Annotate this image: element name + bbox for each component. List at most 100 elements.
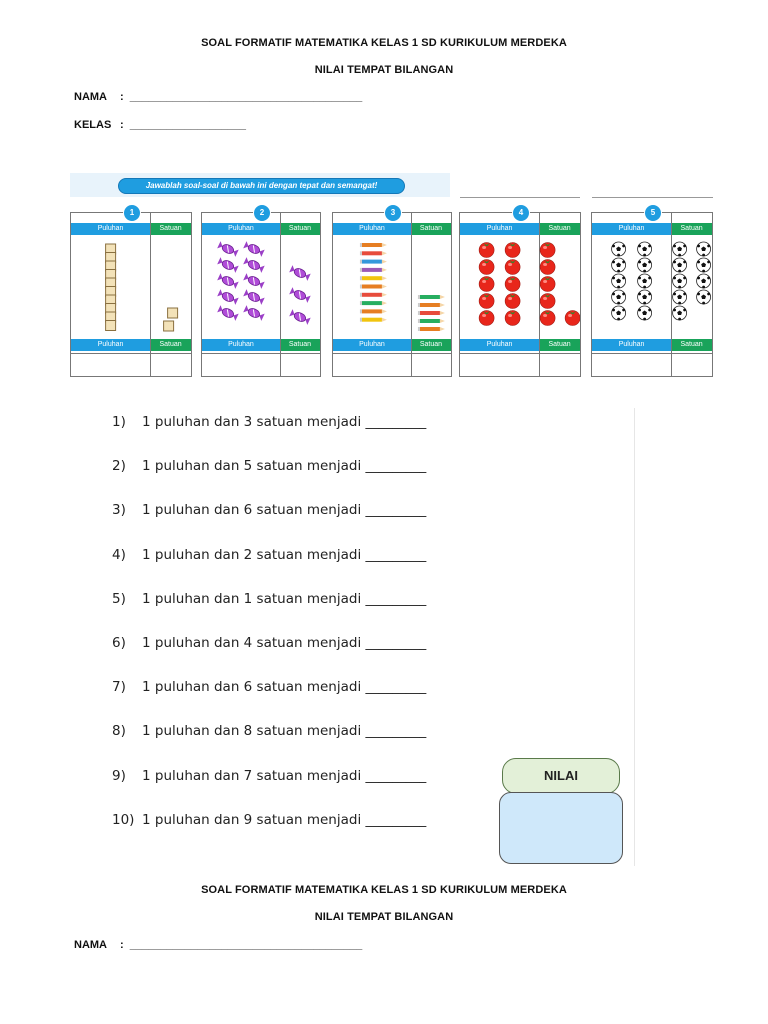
question-number: 5): [112, 590, 126, 607]
candy-icon: [243, 305, 265, 321]
soccer-ball-icon: [696, 273, 711, 289]
ones-footer: Satuan: [539, 339, 580, 351]
divider-line: [460, 197, 580, 198]
question-text: 1 puluhan dan 6 satuan menjadi _________: [142, 679, 427, 696]
tomato-icon: [539, 242, 556, 258]
candy-icon: [289, 287, 311, 303]
question-text: 1 puluhan dan 7 satuan menjadi _________: [142, 767, 427, 784]
tens-header: Puluhan: [333, 223, 411, 235]
ones-footer: Satuan: [279, 339, 320, 351]
tens-header: Puluhan: [592, 223, 672, 235]
box-illustration: [478, 242, 580, 326]
candy-icon: [217, 289, 239, 305]
tomato-icon: [478, 276, 495, 292]
soccer-ball-icon: [672, 241, 687, 257]
question-item[interactable]: 2)1 puluhan dan 5 satuan menjadi _______…: [112, 458, 426, 474]
soccer-ball-icon: [696, 257, 711, 273]
tomato-icon: [539, 259, 556, 275]
question-item[interactable]: 1)1 puluhan dan 3 satuan menjadi _______…: [112, 414, 426, 430]
box-illustration: [611, 241, 711, 321]
ones-header: Satuan: [279, 223, 320, 235]
ones-footer: Satuan: [150, 339, 191, 351]
pencil-icon: [417, 327, 445, 331]
tens-footer: Puluhan: [460, 339, 540, 351]
cube-icon: [105, 320, 117, 331]
tomato-icon: [504, 259, 521, 275]
question-item[interactable]: 3)1 puluhan dan 6 satuan menjadi _______…: [112, 502, 426, 518]
column-divider: [410, 213, 412, 376]
tomato-icon: [504, 242, 521, 258]
question-number: 10): [112, 811, 135, 828]
box-illustration: [105, 243, 179, 332]
tomato-icon: [539, 276, 556, 292]
question-number: 8): [112, 723, 126, 740]
footer-name-line: : ______________________________________: [120, 939, 363, 951]
box-number-badge: 1: [123, 204, 141, 222]
soccer-ball-icon: [611, 289, 627, 305]
soccer-ball-icon: [637, 273, 652, 289]
candy-icon: [217, 273, 239, 289]
page-title: SOAL FORMATIF MATEMATIKA KELAS 1 SD KURI…: [201, 37, 567, 49]
pencil-icon: [359, 284, 387, 289]
footer-subtitle: NILAI TEMPAT BILANGAN: [314, 911, 454, 923]
answer-line: [202, 353, 320, 354]
question-number: 6): [112, 635, 126, 651]
tens-footer: Puluhan: [202, 339, 280, 351]
box-illustration: [359, 243, 445, 331]
question-item[interactable]: 6) 1 puluhan dan 4 satuan menjadi _______…: [112, 635, 426, 651]
pencil-icon: [359, 259, 387, 264]
soccer-ball-icon: [672, 257, 687, 273]
pencil-icon: [359, 292, 387, 297]
candy-icon: [243, 241, 265, 257]
question-item[interactable]: 7) 1 puluhan dan 6 satuan menjadi _______…: [112, 679, 426, 695]
pencil-icon: [359, 301, 387, 306]
tens-footer: Puluhan: [71, 339, 151, 351]
name-label: NAMA: [74, 91, 107, 103]
footer-title: SOAL FORMATIF MATEMATIKA KELAS 1 SD KURI…: [201, 884, 567, 896]
question-item[interactable]: 4)1 puluhan dan 2 satuan menjadi _______…: [112, 547, 426, 563]
question-number: 9): [112, 767, 126, 784]
candy-icon: [243, 257, 265, 273]
question-number: 3): [112, 502, 126, 519]
cube-icon: [163, 320, 175, 332]
question-number: 4): [112, 546, 126, 563]
tomato-icon: [504, 293, 521, 309]
score-label: NILAI: [502, 758, 620, 794]
box-number-badge: 4: [512, 204, 530, 222]
tens-footer: Puluhan: [592, 339, 672, 351]
class-field[interactable]: KELAS: ___________________: [74, 119, 246, 131]
question-number: 7): [112, 679, 126, 696]
column-divider: [150, 213, 152, 376]
class-label: KELAS: [74, 119, 112, 131]
answer-line: [592, 353, 712, 354]
question-item[interactable]: 5)1 puluhan dan 1 satuan menjadi _______…: [112, 591, 426, 607]
answer-line: [71, 353, 191, 354]
column-divider: [539, 213, 541, 376]
footer-name-field[interactable]: NAMA: __________________________________…: [74, 939, 362, 951]
column-divider: [279, 213, 281, 376]
question-text: 1 puluhan dan 4 satuan menjadi _________: [142, 635, 427, 651]
candy-icon: [289, 265, 311, 281]
pencil-icon: [417, 311, 445, 315]
question-panel: [106, 408, 635, 866]
box-number-badge: 5: [644, 204, 662, 222]
soccer-ball-icon: [672, 273, 687, 289]
question-item[interactable]: 9) 1 puluhan dan 7 satuan menjadi _______…: [112, 768, 426, 784]
question-text: 1 puluhan dan 5 satuan menjadi _________: [142, 458, 427, 475]
name-field[interactable]: NAMA: __________________________________…: [74, 91, 362, 103]
tomato-icon: [564, 310, 580, 326]
score-box[interactable]: [499, 792, 623, 864]
question-item[interactable]: 8)1 puluhan dan 8 satuan menjadi _______…: [112, 723, 426, 739]
tomato-icon: [504, 276, 521, 292]
question-item[interactable]: 10)1 puluhan dan 9 satuan menjadi ______…: [112, 812, 426, 828]
soccer-ball-icon: [611, 305, 627, 321]
